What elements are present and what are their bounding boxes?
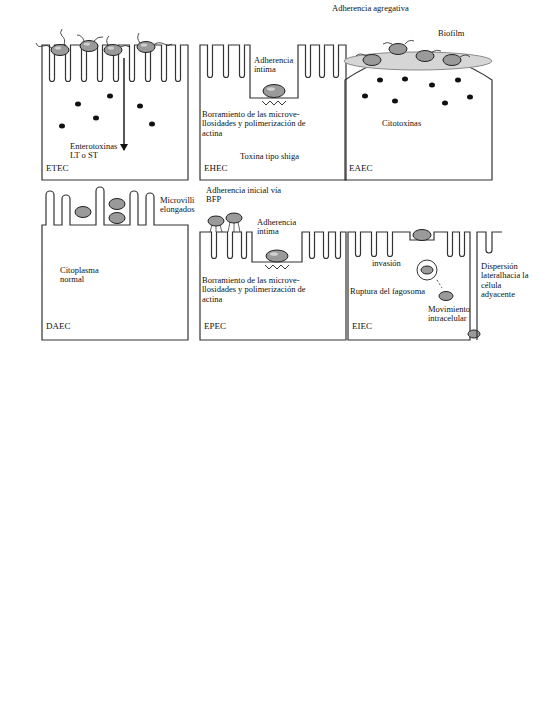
phagosome-rupture bbox=[437, 280, 442, 288]
panel-name: EIEC bbox=[352, 322, 392, 332]
cell-outline bbox=[348, 232, 470, 340]
panel-text: Adherencia inicial vía BFP bbox=[206, 186, 296, 205]
bacteria bbox=[51, 41, 480, 339]
panel-text: Microvilli elongados bbox=[160, 196, 204, 215]
panel-name: EAEC bbox=[349, 164, 389, 174]
cell-panel: Adherencia agregativaBiofilmCitotoxinasE… bbox=[345, 45, 492, 180]
panel-name: EHEC bbox=[204, 164, 244, 174]
phagosome bbox=[417, 260, 437, 280]
cell-outline bbox=[345, 55, 492, 180]
bfp-pili bbox=[210, 222, 240, 232]
cell-panel: Adherencia íntimaBorramiento de las micr… bbox=[200, 45, 346, 180]
panel-text: Movimiento intracelular bbox=[428, 305, 472, 324]
cell-outline bbox=[200, 45, 346, 180]
cell-outlines bbox=[42, 45, 470, 340]
cell-panel: Enterotoxinas LT o ST ETEC bbox=[42, 45, 188, 180]
panel-name: EPEC bbox=[204, 322, 244, 332]
panel-text: Borramiento de las microve- llosidades y… bbox=[202, 276, 317, 304]
panel-text: Biofilm bbox=[438, 29, 478, 38]
panel-text: Dispersión lateralhacia la célula adyace… bbox=[481, 262, 535, 299]
panel-text: Ruptura del fagosoma bbox=[350, 287, 440, 296]
cell-outline bbox=[200, 232, 346, 340]
toxin-arrow bbox=[123, 58, 124, 150]
panel-text: Citoplasma normal bbox=[60, 266, 120, 285]
panel-text: Toxina tipo shiga bbox=[240, 152, 320, 161]
cell-panel: Adherencia inicial vía BFPAdherencia ínt… bbox=[200, 232, 346, 340]
panel-text: Adherencia agregativa bbox=[332, 4, 432, 13]
flagella bbox=[36, 29, 470, 57]
panel-text: Citotoxinas bbox=[382, 119, 442, 128]
cell-panel: Microvilli elongadosCitoplasma normalDAE… bbox=[42, 225, 188, 340]
panel-text: Adherencia íntima bbox=[257, 218, 299, 237]
panel-text: Enterotoxinas LT o ST bbox=[70, 142, 122, 161]
panel-name: ETEC bbox=[46, 164, 86, 174]
cell-panel: invasiónRuptura del fagosomaMovimiento i… bbox=[348, 232, 470, 340]
panel-text: Borramiento de las microve- llosidades y… bbox=[202, 110, 317, 138]
bacteria-highlight bbox=[55, 43, 278, 256]
cell-outline bbox=[42, 45, 188, 180]
panel-text: Adherencia íntima bbox=[254, 56, 296, 75]
panel-text: invasión bbox=[372, 259, 422, 268]
panel-name: DAEC bbox=[46, 322, 86, 332]
